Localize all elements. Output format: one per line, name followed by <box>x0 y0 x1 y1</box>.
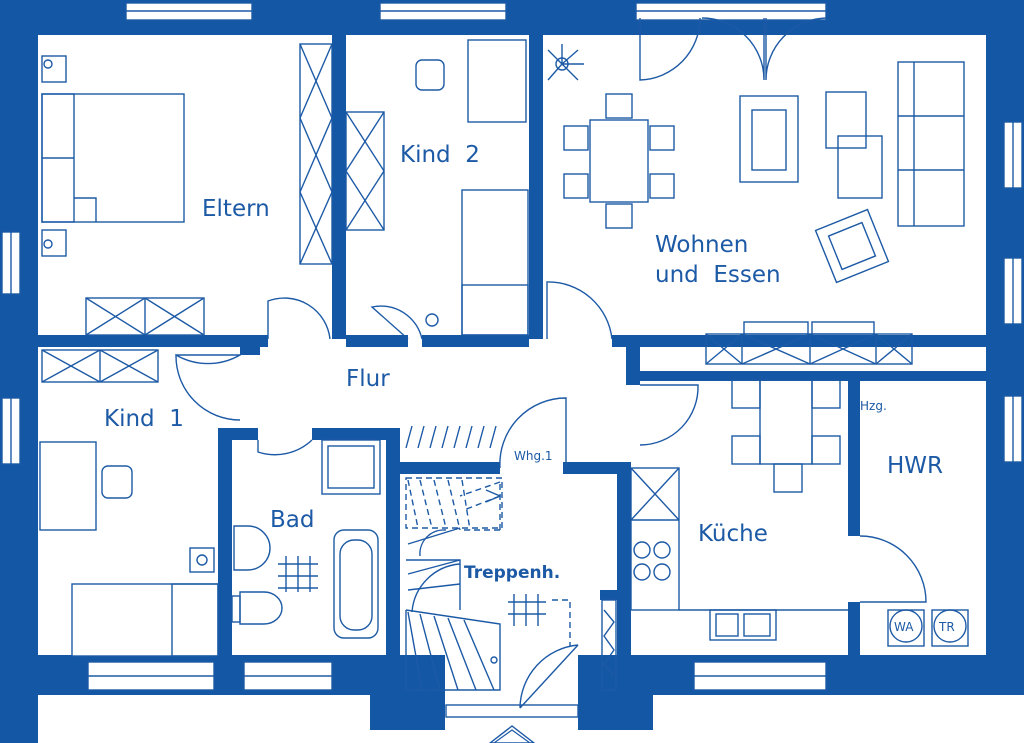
entrance-arrow-icon <box>488 725 536 743</box>
room-label-hwr: HWR <box>887 453 943 479</box>
kind2-furniture <box>345 39 529 336</box>
windows <box>1 2 1023 718</box>
room-label-wohnen-2: und Essen <box>655 262 781 288</box>
toilet-icon <box>239 591 283 625</box>
stove-icon <box>633 541 671 581</box>
room-label-treppenhaus: Treppenh. <box>464 563 560 583</box>
kueche-furniture <box>630 379 848 641</box>
eltern-furniture <box>41 43 333 336</box>
doors <box>175 17 927 709</box>
room-label-flur: Flur <box>346 366 390 392</box>
desk-chair-icon <box>101 465 133 499</box>
hwr-appliances <box>887 609 969 647</box>
room-label-kind1: Kind 1 <box>104 406 184 432</box>
label-wa: WA <box>894 620 914 634</box>
label-whg: Whg.1 <box>514 449 553 463</box>
room-label-wohnen-1: Wohnen <box>655 232 748 258</box>
room-label-kueche: Küche <box>698 521 768 547</box>
flur-closet <box>405 425 497 449</box>
sink-icon <box>233 525 271 571</box>
kind1-furniture <box>39 349 219 657</box>
room-label-kind2: Kind 2 <box>400 142 480 168</box>
bad-furniture <box>231 439 381 639</box>
room-labels: Eltern Kind 2 Wohnen und Essen Flur Kind… <box>104 142 955 634</box>
staircase <box>405 477 617 691</box>
label-tr: TR <box>938 620 955 634</box>
label-hzg: Hzg. <box>860 399 887 413</box>
room-label-eltern: Eltern <box>202 196 270 222</box>
room-label-bad: Bad <box>270 507 314 533</box>
wohnen-furniture <box>547 44 965 365</box>
plant-icon <box>547 44 584 81</box>
